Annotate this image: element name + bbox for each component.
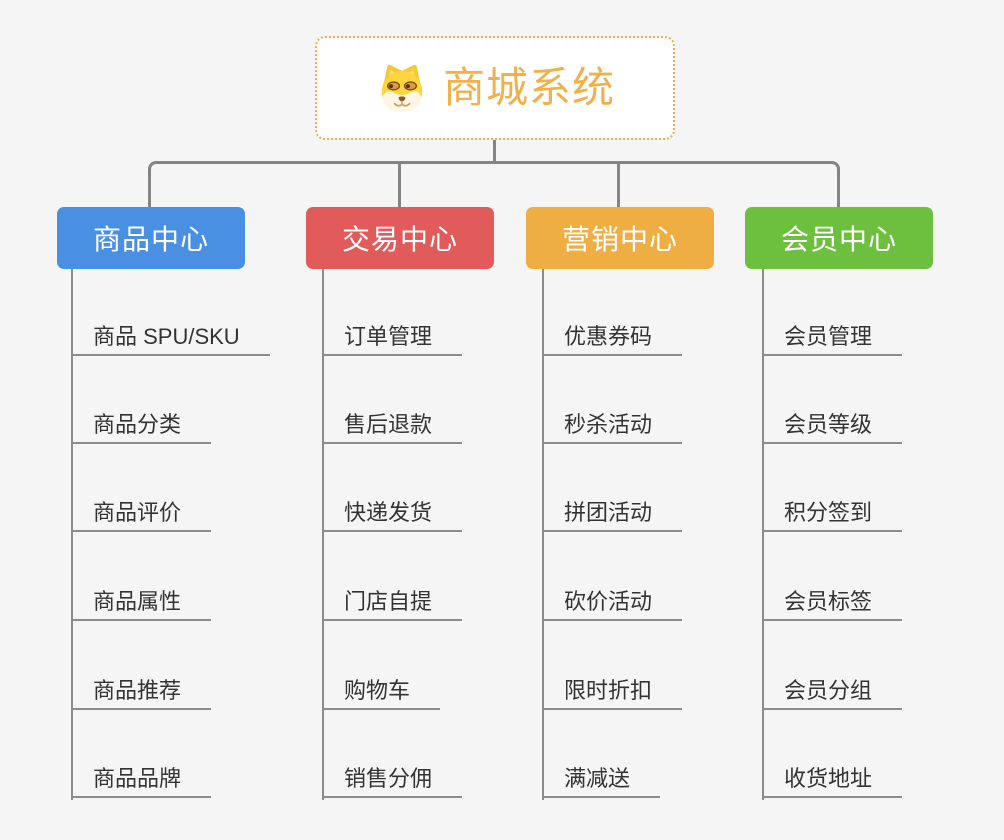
leaf-node[interactable]: 会员等级 [762, 408, 903, 444]
root-node[interactable]: 商城系统 [315, 36, 675, 140]
leaf-node[interactable]: 订单管理 [322, 320, 463, 356]
leaf-node[interactable]: 商品分类 [71, 408, 212, 444]
connector-drop-marketing-center [617, 161, 620, 207]
leaf-node[interactable]: 收货地址 [762, 762, 903, 798]
leaf-node[interactable]: 商品评价 [71, 496, 212, 532]
doge-face-icon [381, 64, 423, 112]
leaf-node[interactable]: 商品品牌 [71, 762, 212, 798]
branch-trunk-trade-center [322, 269, 324, 800]
connector-root-trunk [493, 138, 496, 162]
leaf-node[interactable]: 购物车 [322, 674, 441, 710]
leaf-node[interactable]: 拼团活动 [542, 496, 683, 532]
branch-header-trade-center[interactable]: 交易中心 [306, 207, 494, 269]
connector-drop-trade-center [398, 161, 401, 207]
leaf-node[interactable]: 砍价活动 [542, 585, 683, 621]
branch-header-member-center[interactable]: 会员中心 [745, 207, 933, 269]
leaf-node[interactable]: 秒杀活动 [542, 408, 683, 444]
leaf-node[interactable]: 商品推荐 [71, 674, 212, 710]
leaf-node[interactable]: 积分签到 [762, 496, 903, 532]
leaf-node[interactable]: 快递发货 [322, 496, 463, 532]
leaf-node[interactable]: 会员管理 [762, 320, 903, 356]
leaf-node[interactable]: 优惠券码 [542, 320, 683, 356]
leaf-node[interactable]: 门店自提 [322, 585, 463, 621]
leaf-node[interactable]: 销售分佣 [322, 762, 463, 798]
leaf-node[interactable]: 会员标签 [762, 585, 903, 621]
leaf-node[interactable]: 限时折扣 [542, 674, 683, 710]
branch-trunk-product-center [71, 269, 73, 800]
branch-header-marketing-center[interactable]: 营销中心 [526, 207, 714, 269]
leaf-node[interactable]: 会员分组 [762, 674, 903, 710]
connector-branch-rail [148, 161, 840, 207]
leaf-node[interactable]: 满减送 [542, 762, 661, 798]
branch-trunk-marketing-center [542, 269, 544, 800]
leaf-node[interactable]: 商品属性 [71, 585, 212, 621]
leaf-node[interactable]: 售后退款 [322, 408, 463, 444]
branch-trunk-member-center [762, 269, 764, 800]
root-title: 商城系统 [442, 64, 615, 111]
branch-header-product-center[interactable]: 商品中心 [57, 207, 245, 269]
leaf-node[interactable]: 商品 SPU/SKU [71, 320, 270, 356]
